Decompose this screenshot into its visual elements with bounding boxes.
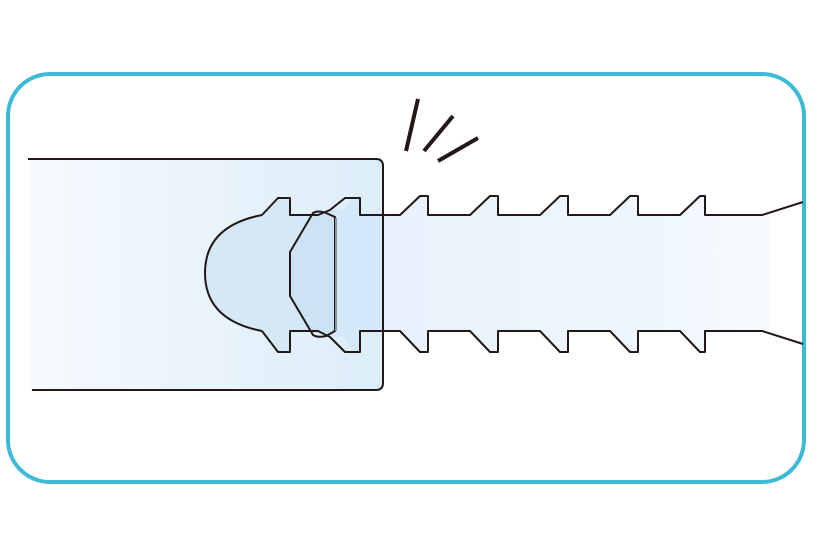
snap-lines-icon [404,98,479,163]
fitting-inner-cavity [289,210,336,338]
frame-border [6,72,806,484]
fitting-nose [203,214,263,332]
fitting-bottom-edge [261,330,804,353]
tube-outline [28,158,384,391]
fitting-inside-tube [205,198,383,352]
fitting-top-edge [261,195,804,216]
fitting-body-exposed [383,196,770,352]
